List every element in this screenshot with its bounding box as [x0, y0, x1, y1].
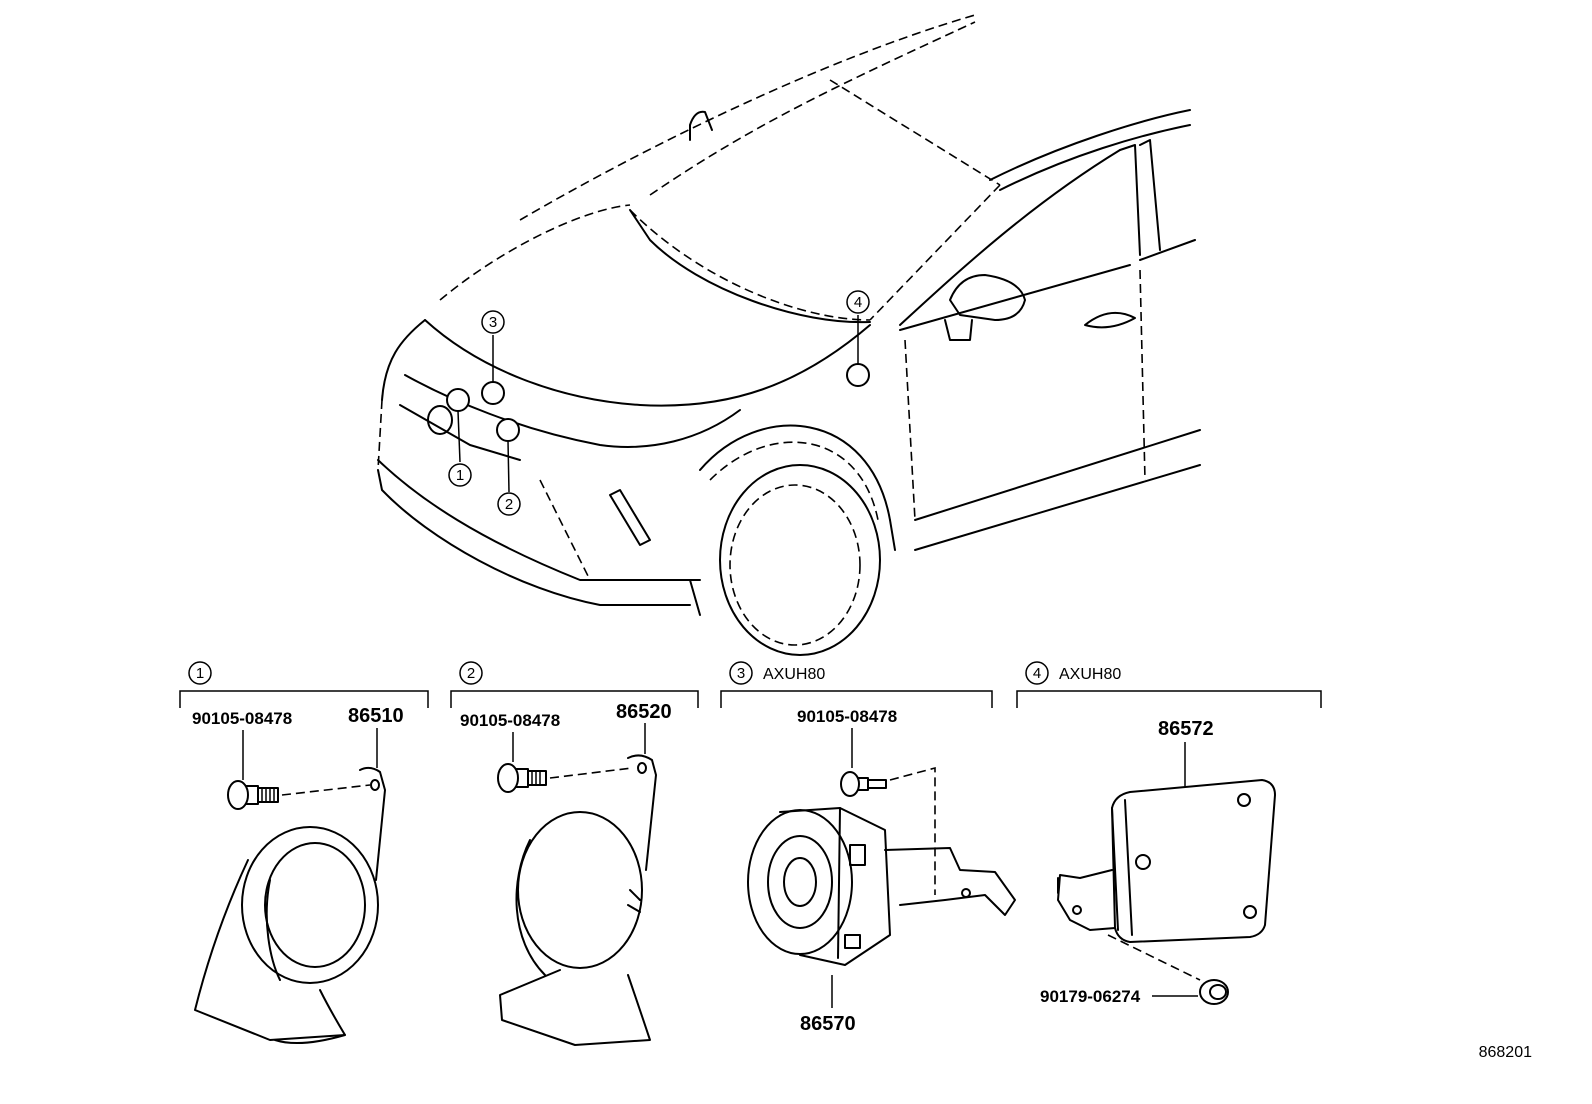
group-1-index: 1 — [196, 665, 204, 682]
svg-text:2: 2 — [505, 496, 513, 513]
group-1-index-circle — [188, 661, 212, 685]
group-2-bracket — [450, 690, 699, 708]
group-1-bracket — [179, 690, 429, 708]
horn-icon — [499, 754, 657, 1046]
control-unit-icon — [1057, 779, 1276, 943]
bolt-icon — [227, 780, 279, 810]
group-4-variant: AXUH80 — [1059, 666, 1121, 683]
group-3-index: 3 — [737, 665, 745, 682]
group-4: 4 AXUH80 86572 90179-06274 — [1016, 661, 1322, 1006]
group-3-bracket — [720, 690, 993, 708]
nut-icon — [1199, 979, 1229, 1005]
group-2-part-horn[interactable]: 86520 — [616, 701, 672, 723]
group-2-part-bolt[interactable]: 90105-08478 — [460, 711, 560, 730]
vehicle-callout-4: 4 — [846, 290, 870, 314]
group-4-part-unit[interactable]: 86572 — [1158, 718, 1214, 740]
illustration-code: 868201 — [1479, 1044, 1532, 1061]
group-2: 2 90105-08478 86520 — [450, 661, 699, 1046]
group-1-part-horn[interactable]: 86510 — [348, 705, 404, 727]
svg-text:4: 4 — [854, 294, 862, 311]
vehicle-callout-1: 1 — [448, 463, 472, 487]
group-4-bracket — [1016, 690, 1322, 708]
speaker-icon — [747, 807, 1016, 966]
group-3: 3 AXUH80 90105-08478 86570 — [720, 661, 1016, 1035]
mount-point-3 — [481, 381, 505, 405]
vehicle-illustration — [377, 14, 1201, 656]
group-2-index-circle — [459, 661, 483, 685]
group-1: 1 90105-08478 86510 — [179, 661, 429, 1044]
group-2-index: 2 — [467, 665, 475, 682]
group-3-index-circle — [729, 661, 753, 685]
bolt-icon — [497, 763, 547, 793]
group-3-variant: AXUH80 — [763, 666, 825, 683]
mount-point-2 — [496, 418, 520, 442]
group-4-part-nut[interactable]: 90179-06274 — [1040, 987, 1141, 1006]
mount-point-1 — [446, 388, 470, 412]
mount-point-4 — [846, 363, 870, 387]
horn-icon — [194, 766, 386, 1044]
vehicle-callout-2: 2 — [497, 492, 521, 516]
group-3-part-bolt[interactable]: 90105-08478 — [797, 707, 897, 726]
group-4-index-circle — [1025, 661, 1049, 685]
group-3-part-speaker[interactable]: 86570 — [800, 1013, 856, 1035]
svg-text:1: 1 — [456, 467, 464, 484]
bolt-icon — [840, 771, 887, 797]
group-1-part-bolt[interactable]: 90105-08478 — [192, 709, 292, 728]
vehicle-callout-3: 3 — [481, 310, 505, 334]
group-4-index: 4 — [1033, 665, 1041, 682]
svg-text:3: 3 — [489, 314, 497, 331]
